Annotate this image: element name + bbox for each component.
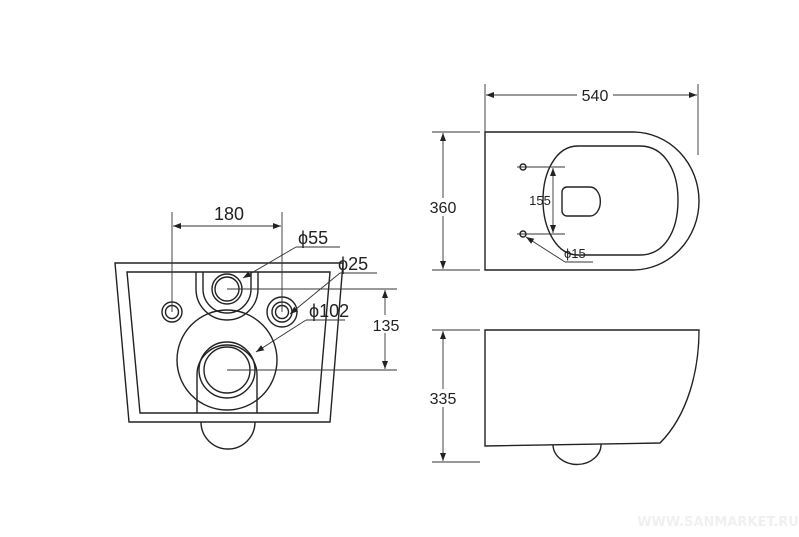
bowl-hole [561, 186, 602, 217]
dim-label-phi102: ϕ102 [309, 301, 349, 321]
front-inner-outline [126, 271, 331, 414]
front-bottom-bump [200, 421, 256, 450]
seat-hole-top [519, 163, 527, 171]
side-outline [484, 329, 700, 447]
outlet-channel [196, 344, 258, 413]
top-view: 155 ϕ15 540 360 [425, 84, 700, 271]
dim-label-155: 155 [529, 193, 551, 208]
dim-label-540: 540 [582, 88, 609, 105]
watermark: WWW.SANMARKET.RU [637, 515, 799, 530]
dim-label-phi25: ϕ25 [338, 254, 368, 274]
dim-label-360: 360 [430, 200, 457, 217]
dim-label-phi15: ϕ15 [564, 246, 586, 261]
outlet-boss [176, 309, 278, 411]
dim-label-335: 335 [430, 391, 457, 408]
seat-opening [542, 145, 679, 256]
side-bottom-bump [552, 443, 602, 466]
inlet-pocket [202, 272, 252, 314]
seat-hole-bottom [519, 230, 527, 238]
front-view: 180 ϕ55 ϕ25 ϕ102 135 [114, 204, 401, 450]
dim-label-phi55: ϕ55 [298, 228, 328, 248]
inlet-pocket-outer [195, 272, 259, 321]
front-outer-outline [114, 262, 344, 423]
side-view: 335 [425, 329, 700, 466]
dim-label-180: 180 [214, 204, 244, 224]
top-outline [484, 131, 700, 271]
dim-label-135: 135 [373, 318, 400, 335]
